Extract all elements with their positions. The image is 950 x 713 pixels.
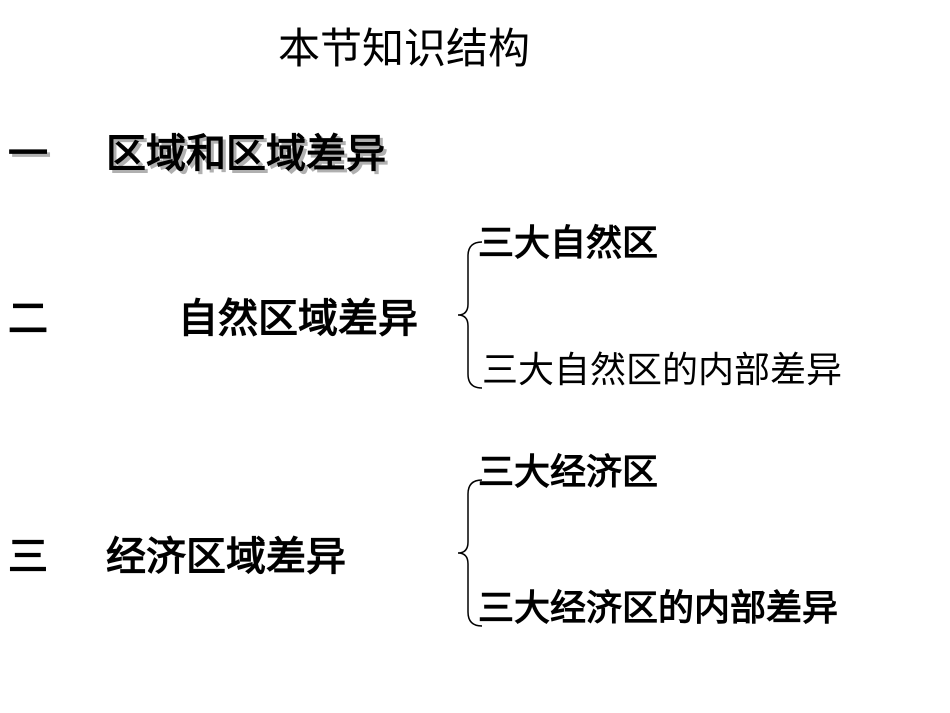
section-2-branch-1: 三大自然区 [478,223,659,264]
section-1-numeral: 一 [8,131,48,177]
section-2-branch-2: 三大自然区的内部差异 [482,350,843,391]
section-3-numeral: 三 [8,534,48,580]
section-1-label: 区域和区域差异 [106,131,386,177]
section-3-branch-2: 三大经济区的内部差异 [478,588,839,629]
section-3-label: 经济区域差异 [106,534,346,580]
section-2-label: 自然区域差异 [178,296,418,342]
page-title: 本节知识结构 [278,24,531,73]
section-3-brace-icon [457,479,483,627]
section-3-branch-1: 三大经济区 [478,452,659,493]
section-2-brace-icon [457,241,483,389]
section-2-numeral: 二 [8,296,48,342]
